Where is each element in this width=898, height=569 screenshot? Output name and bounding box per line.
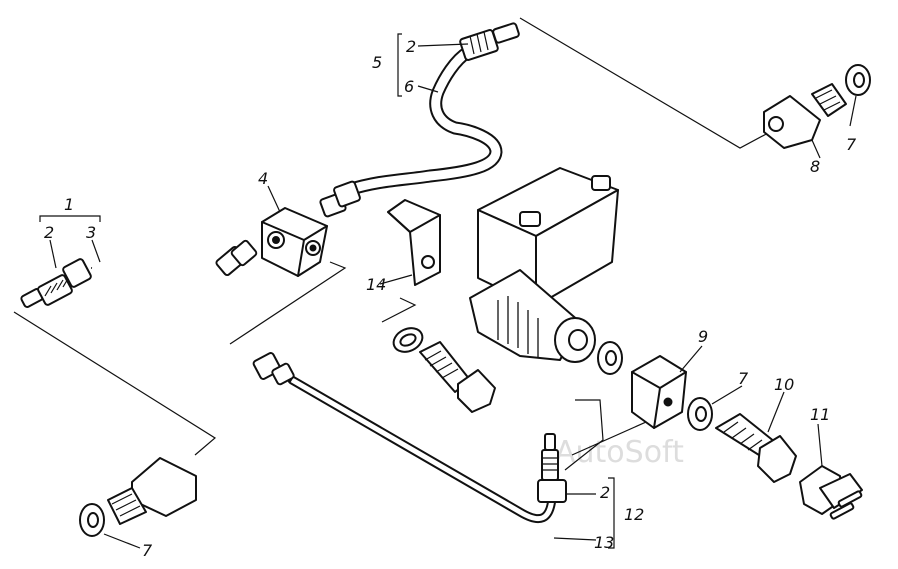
bolt-and-washer [392,327,496,413]
switch-11 [799,465,863,520]
label-6: 6 [404,77,414,96]
label-14: 14 [366,275,386,294]
master-cylinder [469,167,619,363]
group-brackets [39,33,857,549]
label-13: 13 [594,533,614,552]
upper-hose-assembly [319,22,520,218]
label-7-top: 7 [846,135,857,154]
label-3: 3 [86,223,96,242]
watermark-text: AutoSoft [555,435,684,470]
label-2-top: 2 [406,37,416,56]
label-4: 4 [258,169,268,188]
bracket-14 [387,199,441,286]
brake-pipe-12 [252,352,567,524]
tee-block-9 [631,355,687,429]
label-9: 9 [698,327,708,346]
label-7-bottom: 7 [142,541,153,560]
part-labels: 1 2 3 5 2 6 4 14 8 7 9 7 10 11 2 12 13 7 [44,37,857,560]
washer-right [687,397,713,431]
leader-lines [13,17,771,471]
banjo-bolt-10 [715,413,797,483]
label-1: 1 [64,195,74,214]
label-12: 12 [624,505,644,524]
tee-block-4 [261,207,328,277]
label-8: 8 [810,157,820,176]
label-5: 5 [372,53,382,72]
label-10: 10 [774,375,794,394]
label-2-bottom: 2 [600,483,610,502]
washer-near-cylinder [597,341,623,375]
adapter-8 [763,64,871,149]
label-11: 11 [810,405,830,424]
label-7-mid: 7 [738,369,749,388]
adapter-bottom-left [79,457,197,537]
left-hose-assembly [20,239,258,350]
label-2-left: 2 [44,223,54,242]
